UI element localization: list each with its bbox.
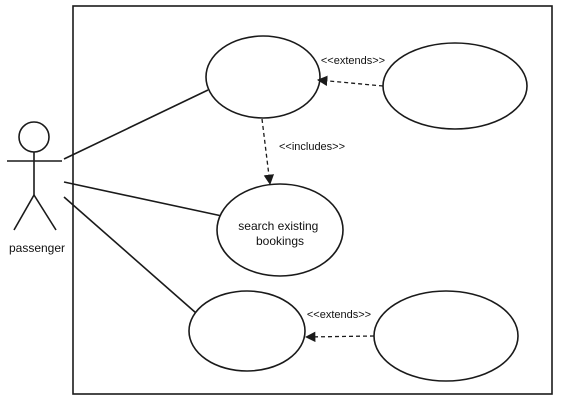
- system-boundary: [72, 5, 553, 395]
- actor-right-leg: [33, 194, 57, 231]
- association-line-top: [63, 89, 209, 160]
- use-case-search-existing-bookings-shape: [216, 183, 344, 277]
- extends-arrow-top: [316, 75, 384, 87]
- use-case-bottom-right[interactable]: [373, 290, 519, 382]
- use-case-top-left[interactable]: [205, 35, 321, 119]
- extends-arrow-bottom: [304, 331, 375, 343]
- actor-head: [18, 121, 50, 153]
- extends-label-bottom: <<extends>>: [307, 309, 371, 321]
- association-line-middle: [63, 181, 223, 217]
- includes-arrow: [261, 118, 275, 186]
- actor-left-leg: [13, 194, 35, 231]
- use-case-search-existing-bookings[interactable]: search existing bookings: [216, 183, 344, 277]
- use-case-bottom-left[interactable]: [188, 290, 306, 372]
- use-case-label-line-2: bookings: [256, 234, 304, 248]
- use-case-search-existing-bookings-label: search existing bookings: [238, 219, 321, 248]
- actor-label: passenger: [9, 241, 65, 255]
- use-case-label-line-1: search existing: [238, 219, 318, 233]
- association-line-bottom: [63, 196, 197, 314]
- use-case-top-right[interactable]: [382, 42, 528, 130]
- includes-label: <<includes>>: [279, 141, 345, 153]
- extends-label-top: <<extends>>: [321, 55, 385, 67]
- actor-passenger[interactable]: passenger: [7, 121, 65, 255]
